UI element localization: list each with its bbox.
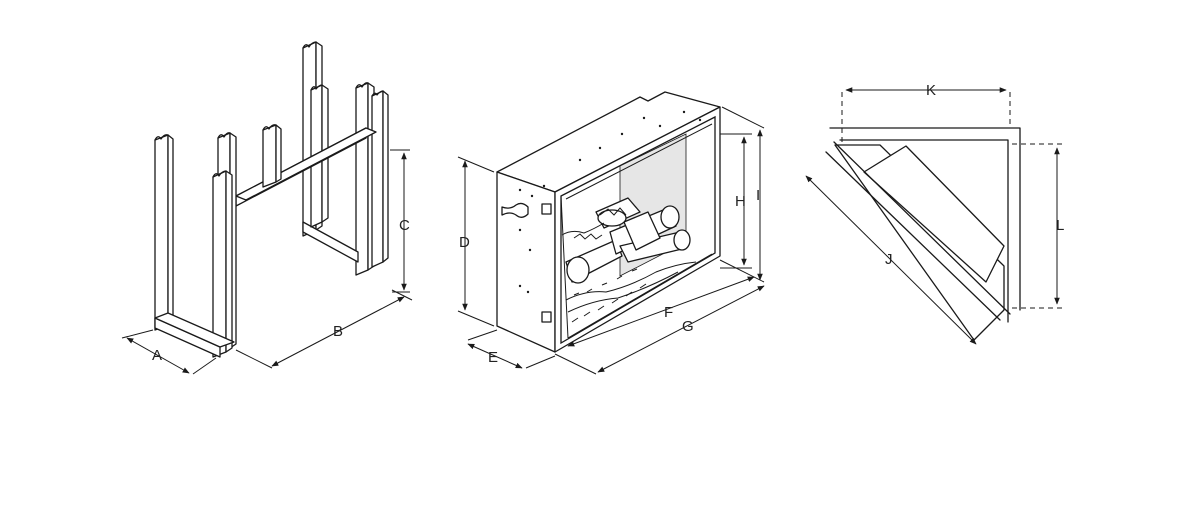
fireplace-fasteners xyxy=(501,110,702,323)
framing-labels: A B C xyxy=(152,217,410,364)
fireplace-side xyxy=(496,171,556,353)
framing-mid-studs xyxy=(262,124,282,188)
corner-wall-inner xyxy=(839,139,1009,323)
label-f: F xyxy=(664,304,673,321)
fireplace-labels: D E F G H I xyxy=(459,187,760,366)
framing-stud-caps xyxy=(154,41,384,178)
fireplace-logs xyxy=(565,197,691,284)
label-g: G xyxy=(682,318,694,335)
corner-labels: K L J xyxy=(885,82,1064,268)
framing-front-u xyxy=(154,132,237,358)
label-i: I xyxy=(756,187,760,204)
label-j: J xyxy=(885,251,893,268)
label-d: D xyxy=(459,234,470,251)
label-k: K xyxy=(926,82,936,99)
label-h: H xyxy=(735,193,746,210)
corner-dimensions xyxy=(805,87,1064,345)
fireplace-drawing xyxy=(496,91,721,353)
framing-drawing xyxy=(154,41,389,358)
label-a: A xyxy=(152,347,162,364)
label-e: E xyxy=(488,349,498,366)
corner-wall-top xyxy=(829,127,1021,311)
label-l: L xyxy=(1056,217,1064,234)
framing-dimensions xyxy=(121,149,413,375)
fireplace-dimensions xyxy=(457,106,765,375)
label-c: C xyxy=(399,217,410,234)
label-b: B xyxy=(333,323,343,340)
corner-drawing xyxy=(825,127,1021,341)
